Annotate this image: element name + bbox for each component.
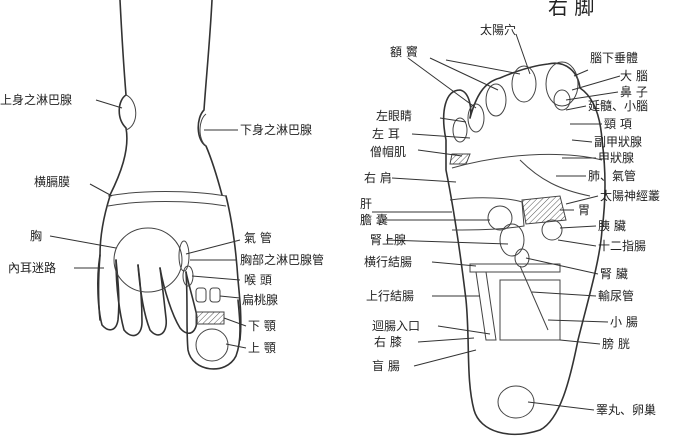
kidney [499,223,525,257]
label-cerebrum: 大 腦 [620,68,648,83]
label-left-eye: 左眼睛 [376,108,412,123]
sole-toes [449,61,579,165]
left-ankle-lump [125,94,137,131]
left-foot-labels: 上身之淋巴腺 下身之淋巴腺 横膈膜 胸 內耳迷路 氣 管 胸部之淋巴腺管 喉 頭… [0,92,324,355]
left-leg-outline [109,0,128,196]
transverse-colon [469,263,561,273]
label-appendix: 盲 腸 [372,358,400,373]
lung-band [451,153,603,169]
right-foot-labels: 右 脚 太陽穴 額 竇 腦下垂體 大 腦 鼻 子 延髓、小腦 頸 項 左眼睛 左… [360,0,660,417]
label-throat: 喉 頭 [244,273,272,287]
label-testis: 睪丸、卵巢 [596,403,656,417]
label-parathyroid: 副甲狀腺 [594,135,642,149]
diaphragm-band-lower [107,201,227,207]
label-shoulder: 右 肩 [364,170,392,185]
label-ileocecal: 迴腸入口 [372,319,420,333]
label-transverse-colon: 横行結腸 [364,255,412,269]
label-temple: 太陽穴 [480,22,516,37]
label-stomach: 胃 [578,203,590,217]
label-chest: 胸 [30,228,42,243]
label-upper-jaw: 上 顎 [248,341,276,355]
label-chest-lymph: 胸部之淋巴腺管 [240,252,324,267]
label-lower-lymph: 下身之淋巴腺 [240,122,312,137]
tonsil-box-1 [195,287,207,303]
label-forehead: 額 竇 [390,45,418,59]
label-neck: 頸 項 [604,117,632,131]
label-trapezius: 僧帽肌 [370,144,406,159]
chest-circle [113,227,183,293]
small-toes [97,254,198,337]
label-ureter: 輸尿管 [598,288,634,303]
right-foot-leaders [372,33,621,411]
label-tonsil: 扁桃腺 [242,292,278,307]
right-ankle-lump [199,113,207,147]
duodenum [541,219,563,241]
label-bladder: 膀 胱 [602,336,630,351]
tonsil-box-2 [209,287,221,303]
title-right-foot: 右 脚 [548,0,594,19]
label-diaphragm: 横膈膜 [34,175,70,189]
label-liver: 肝 [360,197,372,211]
solar-plexus-zone [521,195,567,225]
label-inner-ear: 內耳迷路 [8,260,56,275]
label-duodenum: 十二指腸 [598,238,646,253]
label-pituitary: 腦下垂體 [590,50,638,65]
label-gallbladder: 膽 囊 [360,212,388,227]
left-foot-leaders [49,99,247,349]
label-pancreas: 胰 臟 [598,219,626,233]
label-medulla: 延髓、小腦 [588,98,648,113]
ureter [519,265,549,331]
ascending-colon [475,271,497,341]
right-foot-drawing [442,61,606,436]
label-trachea: 氣 管 [244,230,272,245]
label-ascending-colon: 上行結腸 [366,289,414,303]
big-toe [185,271,241,370]
label-lower-jaw: 下 顎 [248,319,276,333]
upper-jaw-circle [195,328,229,362]
label-nose: 鼻 子 [620,84,648,99]
solar-plexus-line [519,159,591,197]
diaphragm-band [107,191,227,197]
jaw-band [195,311,225,325]
gallbladder [487,205,513,231]
testis-ovary [497,385,535,419]
left-foot-drawing [97,0,242,370]
label-small-intestine: 小 腸 [610,315,638,329]
label-adrenal: 腎上腺 [370,233,406,247]
label-upper-lymph: 上身之淋巴腺 [0,92,72,107]
left-leg-outline-right [197,0,223,196]
liver-region [449,197,525,231]
label-kidney: 腎 臟 [600,267,628,281]
label-left-ear: 左 耳 [372,126,400,141]
label-lung: 肺、氣管 [588,168,636,183]
label-solar-plexus: 太陽神經叢 [600,188,660,203]
sole-outline [442,62,606,436]
adrenal [514,248,530,268]
label-right-knee: 右 膝 [374,334,402,349]
label-thyroid: 甲狀腺 [598,151,634,165]
